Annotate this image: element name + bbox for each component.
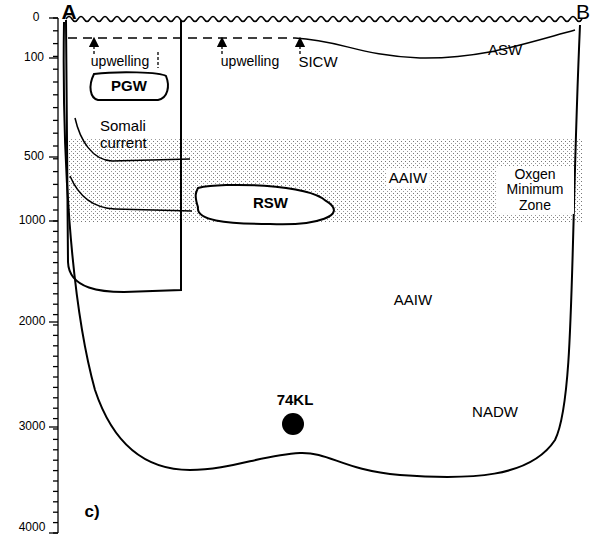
zone-label: Oxgen Minimum Zone xyxy=(496,166,574,214)
current-label: Somali current xyxy=(100,118,174,151)
water-mass-label: AAIW xyxy=(386,169,430,188)
depth-number: 0 xyxy=(33,11,40,24)
sea-surface xyxy=(66,17,582,22)
end-label: A xyxy=(61,0,76,23)
depth-number: 2000 xyxy=(19,315,46,328)
core-site-dot xyxy=(282,413,304,435)
current-region: Somali current PGW xyxy=(64,20,182,292)
water-mass-outline: RSW xyxy=(194,182,346,224)
depth-number: 4000 xyxy=(19,521,46,534)
depth-number: 1000 xyxy=(19,214,46,227)
water-mass-label: SICW xyxy=(298,54,337,71)
water-mass-label: PGW xyxy=(111,78,147,95)
depth-number: 500 xyxy=(24,150,44,163)
end-label: B xyxy=(576,0,590,23)
water-mass-label: ASW xyxy=(488,42,522,59)
process-label: upwelling xyxy=(91,54,149,69)
dash-mark xyxy=(157,52,158,68)
process-label: upwelling xyxy=(221,54,279,69)
current-line xyxy=(75,118,190,161)
water-mass-label: NADW xyxy=(472,404,518,421)
core-label: 74KL xyxy=(277,392,314,409)
water-mass-label: RSW xyxy=(253,195,288,212)
depth-number: 100 xyxy=(24,51,44,64)
current-line xyxy=(70,176,192,211)
depth-number: 3000 xyxy=(19,420,46,433)
water-mass-label: AAIW xyxy=(394,292,432,309)
depth-axis xyxy=(49,18,58,533)
water-mass-outline: PGW xyxy=(88,72,170,100)
basin-outline xyxy=(64,22,580,477)
node-outline xyxy=(64,20,182,292)
upwelling-arrows xyxy=(94,42,300,54)
panel-label: c) xyxy=(84,503,99,522)
